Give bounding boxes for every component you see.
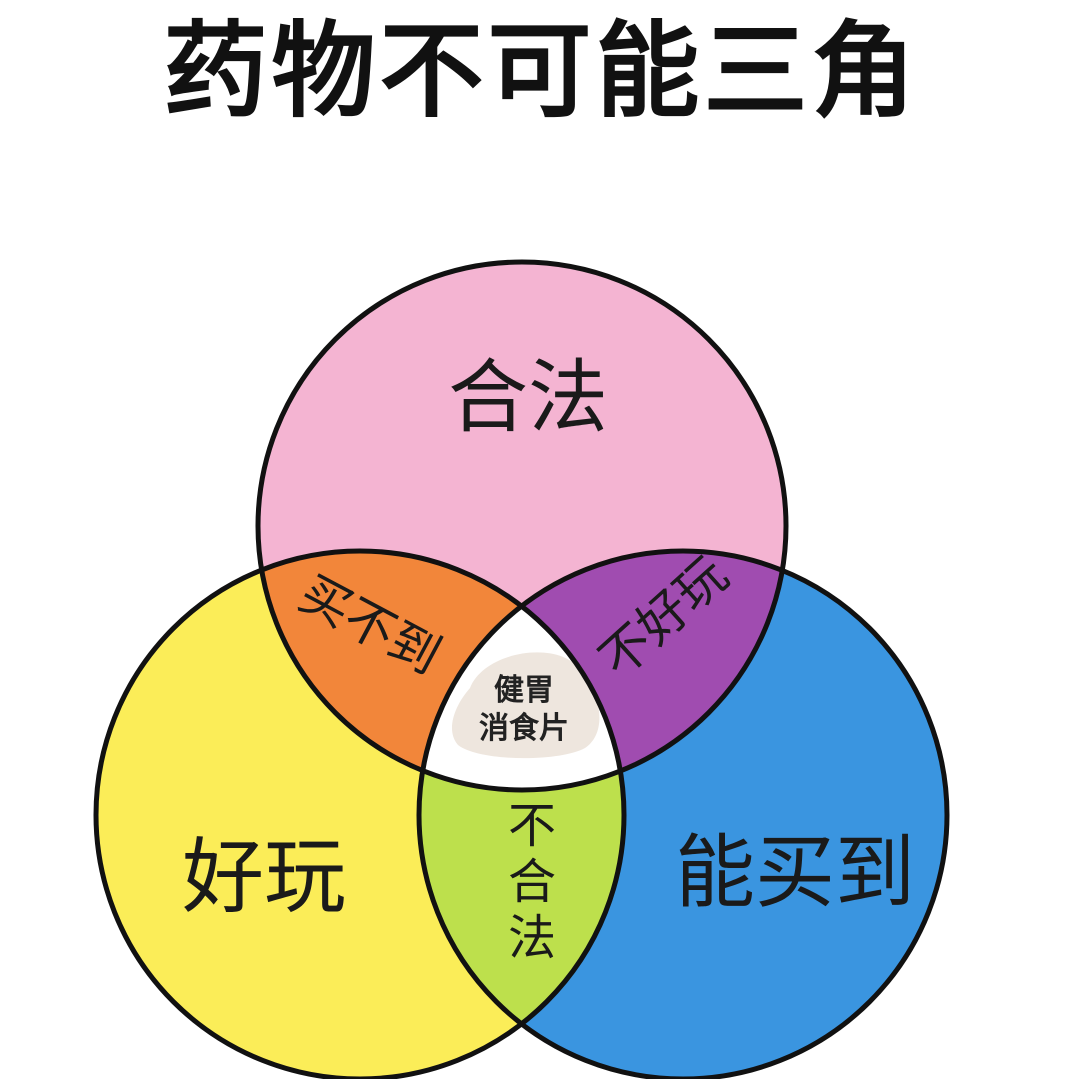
label-buyable: 能买到	[675, 826, 915, 919]
outline-buyable	[416, 548, 950, 1079]
label-fun-buyable: 不 合 法	[508, 798, 556, 966]
label-legal: 合法	[448, 351, 608, 444]
outline-legal	[255, 259, 789, 793]
outline-fun	[93, 548, 627, 1079]
center-blob	[451, 652, 600, 759]
label-fun-buyable-char-1: 不	[508, 798, 556, 854]
page-title: 药物不可能三角	[163, 10, 920, 132]
label-fun-buyable-char-3: 法	[508, 910, 556, 966]
label-center-line1: 健胃	[494, 673, 554, 708]
label-fun: 好玩	[182, 830, 346, 925]
label-fun-buyable-char-2: 合	[508, 854, 556, 910]
label-center-line2: 消食片	[479, 711, 569, 746]
